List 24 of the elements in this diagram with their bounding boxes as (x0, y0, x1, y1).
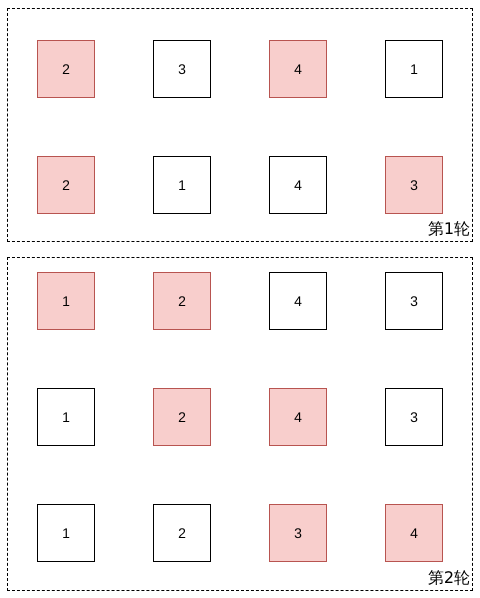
dashed-frame (7, 8, 473, 242)
number-box: 3 (385, 272, 443, 330)
number-box: 3 (153, 40, 211, 98)
highlighted-number-box: 2 (153, 272, 211, 330)
dashed-frame (7, 257, 473, 591)
number-box: 1 (153, 156, 211, 214)
round-label: 第2轮 (428, 568, 470, 589)
highlighted-number-box: 4 (269, 388, 327, 446)
number-box: 3 (385, 388, 443, 446)
number-box: 1 (385, 40, 443, 98)
highlighted-number-box: 4 (269, 40, 327, 98)
number-box: 4 (269, 156, 327, 214)
number-box: 2 (153, 504, 211, 562)
number-box: 4 (269, 272, 327, 330)
highlighted-number-box: 2 (37, 40, 95, 98)
highlighted-number-box: 4 (385, 504, 443, 562)
highlighted-number-box: 2 (153, 388, 211, 446)
highlighted-number-box: 3 (385, 156, 443, 214)
highlighted-number-box: 1 (37, 272, 95, 330)
number-box: 1 (37, 504, 95, 562)
highlighted-number-box: 2 (37, 156, 95, 214)
number-box: 1 (37, 388, 95, 446)
highlighted-number-box: 3 (269, 504, 327, 562)
round-label: 第1轮 (428, 219, 470, 240)
